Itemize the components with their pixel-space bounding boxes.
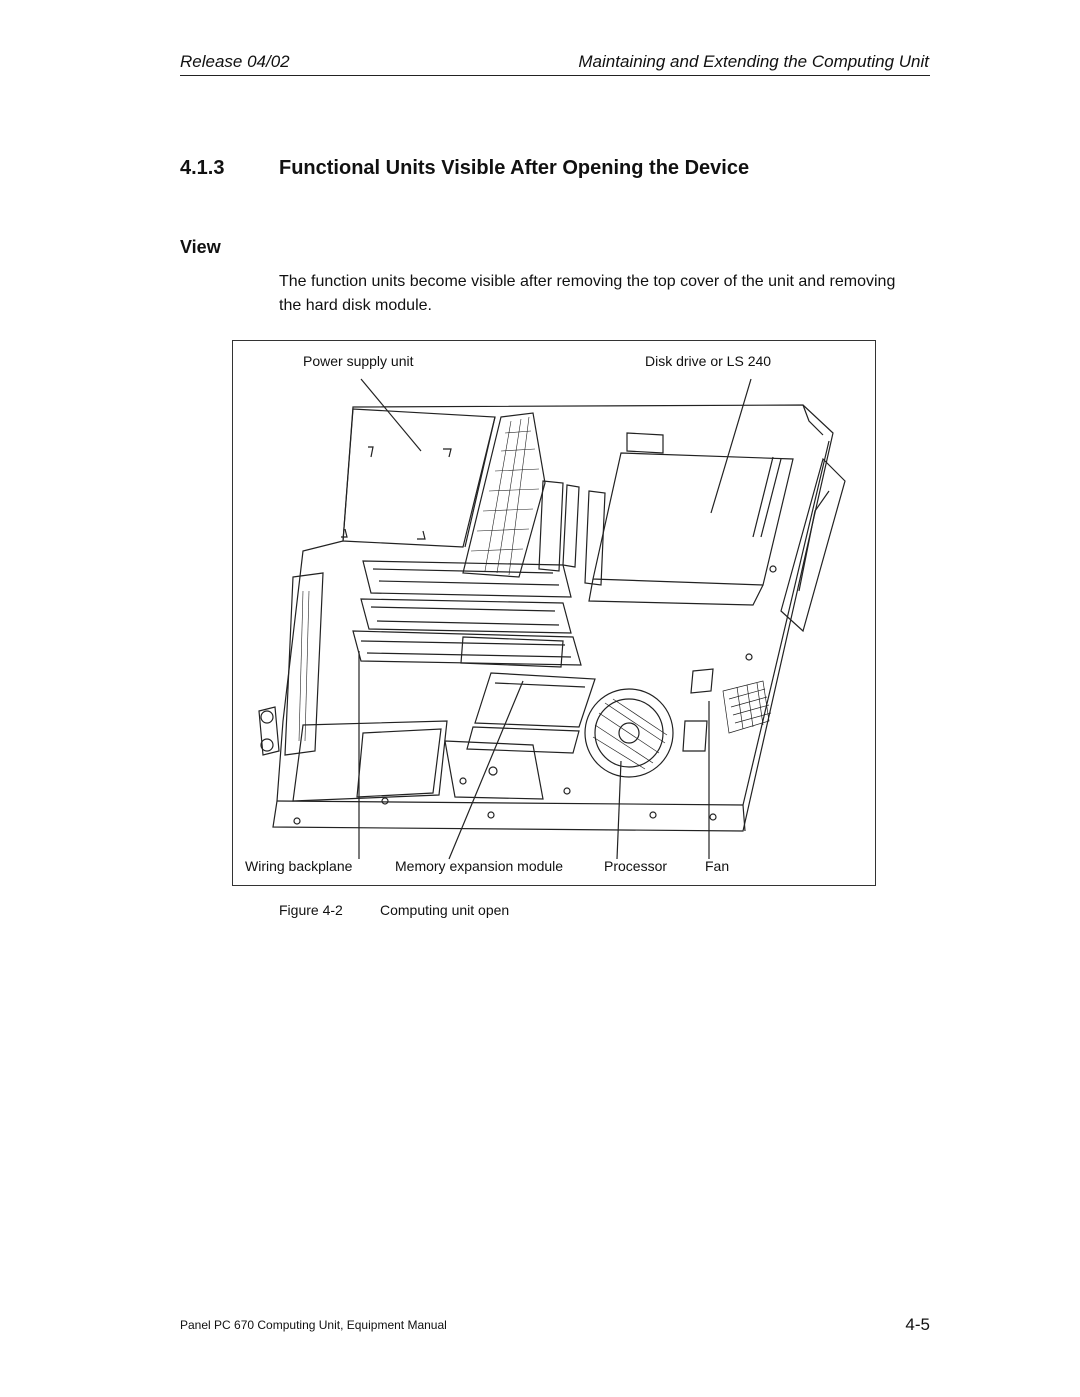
figure-caption-text: Computing unit open bbox=[380, 902, 510, 918]
footer-page-number: 4-5 bbox=[905, 1315, 930, 1334]
section-title: Functional Units Visible After Opening t… bbox=[279, 157, 750, 179]
computing-unit-illustration bbox=[258, 378, 846, 860]
label-wiring-backplane: Wiring backplane bbox=[245, 858, 353, 874]
label-fan: Fan bbox=[705, 858, 730, 874]
figure-frame: Power supply unit Disk drive or LS 240 W… bbox=[232, 340, 876, 886]
figure-caption-number: Figure 4-2 bbox=[279, 902, 343, 918]
header-chapter-title: Maintaining and Extending the Computing … bbox=[578, 52, 929, 71]
label-disk-drive: Disk drive or LS 240 bbox=[645, 353, 772, 369]
label-processor: Processor bbox=[604, 858, 668, 874]
label-power-supply-unit: Power supply unit bbox=[303, 353, 414, 369]
label-memory-expansion-module: Memory expansion module bbox=[395, 858, 564, 874]
header-divider bbox=[180, 75, 930, 76]
intro-paragraph: The function units become visible after … bbox=[279, 273, 896, 314]
header-release: Release 04/02 bbox=[180, 52, 290, 71]
footer-manual-title: Panel PC 670 Computing Unit, Equipment M… bbox=[180, 1318, 447, 1332]
subheading-view: View bbox=[180, 237, 221, 257]
section-number: 4.1.3 bbox=[180, 157, 225, 179]
